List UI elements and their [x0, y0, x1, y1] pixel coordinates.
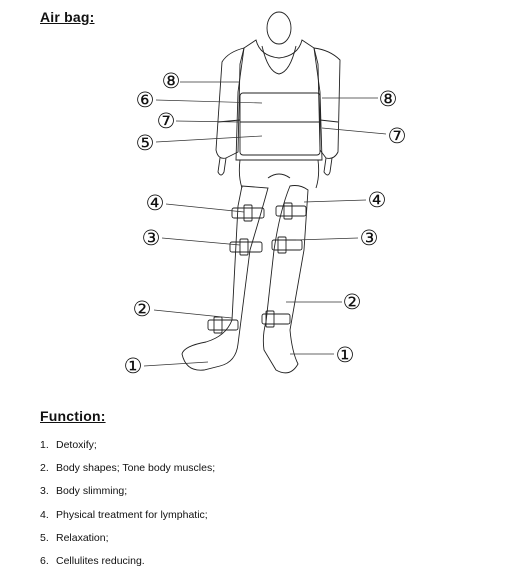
leader-5: [155, 135, 263, 143]
function-item: 3. Body slimming;: [40, 484, 215, 507]
function-item-text: Body slimming;: [56, 485, 128, 498]
right-arm-sleeve: [313, 47, 341, 159]
label-3-left: ③: [142, 226, 161, 250]
function-item-text: Detoxify;: [56, 439, 97, 451]
figure-torso: [235, 39, 323, 161]
function-item-number: 6.: [40, 554, 49, 567]
right-sleeve-seam: [319, 119, 339, 123]
function-item: 1. Detoxify;: [40, 438, 215, 461]
leader-3-right: [295, 237, 359, 241]
leader-2-left: [153, 309, 233, 319]
right-thigh-buckle: [283, 202, 293, 220]
function-item-number: 1.: [40, 439, 49, 451]
function-list: 1. Detoxify; 2. Body shapes; Tone body mus…: [40, 438, 215, 577]
left-leg-boot: [181, 185, 269, 371]
label-8-left: ⑧: [162, 69, 181, 93]
right-calf-strap: [261, 313, 291, 325]
left-hand: [217, 157, 227, 176]
function-item-text: Body shapes; Tone body muscles;: [56, 462, 216, 475]
leader-1-left: [143, 361, 209, 367]
function-item-text: Cellulites reducing.: [56, 554, 145, 567]
airbag-heading: Air bag:: [40, 9, 95, 25]
label-4-right: ④: [368, 188, 387, 212]
function-item-number: 4.: [40, 508, 49, 521]
function-item: 4. Physical treatment for lymphatic;: [40, 508, 215, 531]
function-item-number: 3.: [40, 485, 49, 498]
function-item-text: Physical treatment for lymphatic;: [56, 508, 208, 521]
right-hand: [323, 157, 333, 176]
leader-lines: [143, 81, 387, 367]
leader-3-left: [161, 237, 241, 246]
label-7-right: ⑦: [388, 124, 407, 148]
label-2-left: ②: [133, 297, 152, 321]
leader-6: [155, 99, 263, 104]
label-1-right: ①: [336, 343, 355, 367]
function-heading: Function:: [40, 408, 106, 424]
label-3-right: ③: [360, 226, 379, 250]
function-item-number: 5.: [40, 531, 49, 544]
leader-4-left: [165, 203, 245, 213]
left-knee-buckle: [239, 238, 249, 256]
leader-7-left: [175, 120, 239, 123]
figure-hips: [238, 159, 320, 189]
label-6: ⑥: [136, 88, 155, 112]
function-item: 6. Cellulites reducing.: [40, 554, 215, 577]
label-2-right: ②: [343, 290, 362, 314]
leader-4-right: [303, 199, 367, 203]
label-4-left: ④: [146, 191, 165, 215]
left-thigh-buckle: [243, 204, 253, 222]
left-thigh-strap: [231, 207, 265, 219]
abdominal-wrap: [239, 92, 321, 156]
function-item-text: Relaxation;: [56, 531, 109, 544]
right-leg-boot: [262, 185, 309, 374]
right-thigh-strap: [275, 205, 307, 217]
label-7-left: ⑦: [157, 109, 176, 133]
airbag-suit-diagram: ⑧ ⑥ ⑦ ⑤ ⑧ ⑦ ④ ④ ③ ③ ② ② ① ①: [124, 11, 407, 378]
vest-neckline: [261, 45, 297, 75]
label-8-right: ⑧: [379, 87, 398, 111]
function-item-number: 2.: [40, 462, 49, 475]
right-knee-strap: [271, 239, 303, 251]
left-calf-buckle: [213, 316, 223, 334]
function-item: 5. Relaxation;: [40, 531, 215, 554]
function-item: 2. Body shapes; Tone body muscles;: [40, 461, 215, 484]
right-knee-buckle: [277, 236, 287, 254]
right-calf-buckle: [265, 310, 275, 328]
left-calf-strap: [207, 319, 239, 331]
label-5: ⑤: [136, 131, 155, 155]
leader-7-right: [321, 127, 387, 135]
figure-head: [266, 11, 292, 45]
label-1-left: ①: [124, 354, 143, 378]
left-knee-strap: [229, 241, 263, 253]
